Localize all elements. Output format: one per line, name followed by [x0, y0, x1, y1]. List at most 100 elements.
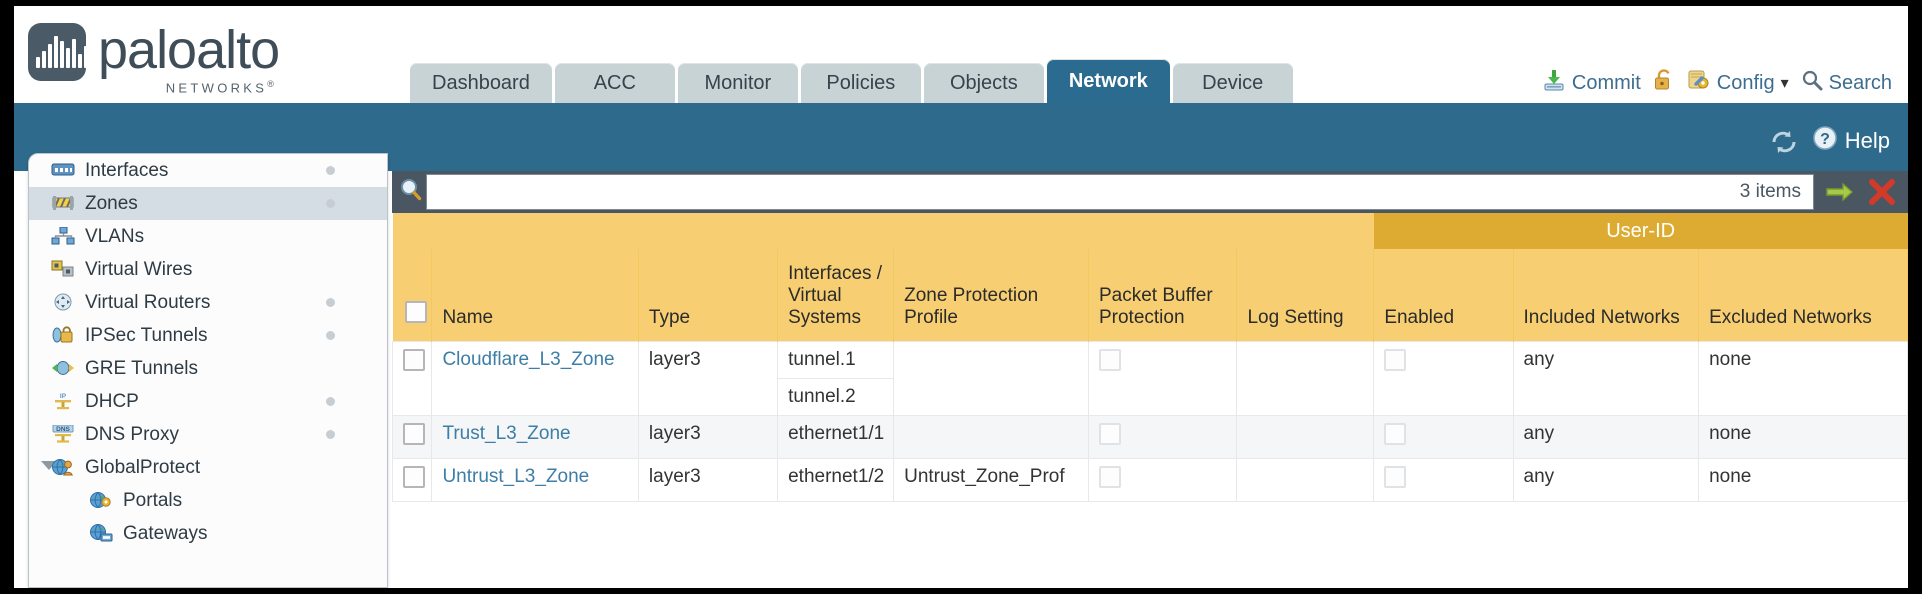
refresh-icon[interactable]: [1770, 129, 1796, 153]
status-dot: [326, 331, 335, 340]
cell-enabled[interactable]: [1373, 340, 1514, 416]
cell-zone-protection: Untrust_Zone_Prof: [893, 457, 1089, 502]
clear-filter-x-icon[interactable]: [1864, 174, 1900, 210]
main-nav-tabs: Dashboard ACC Monitor Policies Objects N…: [410, 59, 1296, 103]
commit-button[interactable]: Commit: [1542, 68, 1641, 98]
col-header-zone-protection-profile[interactable]: Zone Protection Profile: [893, 249, 1089, 341]
zone-name-link[interactable]: Untrust_L3_Zone: [442, 465, 590, 487]
interface-item: tunnel.1: [778, 342, 894, 379]
table-row[interactable]: Cloudflare_L3_Zone layer3 tunnel.1 tunne…: [391, 340, 1908, 416]
portals-icon: [89, 491, 115, 511]
table-row[interactable]: Trust_L3_Zone layer3 ethernet1/1 any non…: [391, 414, 1908, 459]
select-all-header[interactable]: [392, 249, 433, 341]
header-toolbar: Commit: [1542, 68, 1892, 98]
cell-name[interactable]: Trust_L3_Zone: [431, 414, 639, 459]
config-dropdown[interactable]: Config ▾: [1687, 68, 1789, 98]
group-header-spacer: [392, 213, 1374, 249]
brand-logo[interactable]: paloalto NETWORKS®: [28, 23, 280, 96]
cell-name[interactable]: Untrust_L3_Zone: [431, 457, 639, 502]
sidebar-item-dns-proxy[interactable]: DNS DNS Proxy: [29, 418, 387, 451]
col-header-enabled[interactable]: Enabled: [1373, 249, 1514, 341]
tab-acc[interactable]: ACC: [554, 63, 675, 103]
sidebar-item-label: DHCP: [85, 390, 139, 412]
svg-text:?: ?: [1820, 131, 1830, 148]
commit-download-icon: [1542, 68, 1566, 98]
tab-policies[interactable]: Policies: [800, 63, 921, 103]
tab-device[interactable]: Device: [1172, 63, 1293, 103]
zone-name-link[interactable]: Trust_L3_Zone: [442, 422, 571, 444]
config-wrench-icon: [1687, 68, 1711, 98]
zone-name-link[interactable]: Cloudflare_L3_Zone: [442, 348, 615, 370]
user-id-enabled-checkbox[interactable]: [1384, 422, 1407, 445]
cell-included-networks: any: [1512, 457, 1700, 502]
row-checkbox[interactable]: [403, 465, 425, 488]
cell-packet-buffer[interactable]: [1087, 414, 1238, 459]
svg-text:DNS: DNS: [56, 426, 70, 433]
help-label: Help: [1844, 128, 1890, 153]
col-header-type[interactable]: Type: [638, 249, 779, 341]
apply-filter-arrow-icon[interactable]: [1822, 174, 1858, 210]
cell-packet-buffer[interactable]: [1087, 457, 1238, 502]
tab-dashboard[interactable]: Dashboard: [410, 63, 552, 103]
row-checkbox-cell[interactable]: [391, 414, 433, 459]
row-checkbox-cell[interactable]: [391, 340, 433, 416]
tab-network[interactable]: Network: [1046, 59, 1170, 103]
interfaces-list: tunnel.1 tunnel.2: [778, 342, 894, 415]
packet-buffer-checkbox[interactable]: [1098, 465, 1121, 488]
sidebar-item-vlans[interactable]: VLANs: [29, 220, 387, 253]
col-header-log-setting[interactable]: Log Setting: [1236, 249, 1375, 341]
row-checkbox-cell[interactable]: [391, 457, 433, 502]
help-button[interactable]: ? Help: [1812, 125, 1890, 157]
table-header-row: Name Type Interfaces / Virtual Systems Z…: [392, 249, 1908, 341]
cell-type: layer3: [637, 340, 779, 416]
cell-name[interactable]: Cloudflare_L3_Zone: [431, 340, 639, 416]
col-header-packet-buffer-protection[interactable]: Packet Buffer Protection: [1088, 249, 1238, 341]
row-checkbox[interactable]: [403, 422, 425, 445]
cell-excluded-networks: none: [1698, 414, 1908, 459]
select-all-checkbox[interactable]: [404, 300, 427, 323]
col-header-name[interactable]: Name: [431, 249, 639, 341]
brand-text: paloalto NETWORKS®: [98, 23, 280, 96]
sidebar-item-virtual-wires[interactable]: Virtual Wires: [29, 253, 387, 286]
sidebar-item-gateways[interactable]: Gateways: [29, 517, 387, 550]
col-header-interfaces[interactable]: Interfaces / Virtual Systems: [777, 249, 895, 341]
cell-enabled[interactable]: [1373, 414, 1514, 459]
search-button[interactable]: Search: [1801, 69, 1892, 97]
sidebar-item-dhcp[interactable]: IP DHCP: [29, 385, 387, 418]
packet-buffer-checkbox[interactable]: [1098, 422, 1121, 445]
search-input[interactable]: 3 items: [426, 174, 1814, 210]
unlock-icon[interactable]: [1653, 68, 1675, 98]
col-header-included-networks[interactable]: Included Networks: [1513, 249, 1700, 341]
status-dot: [326, 298, 335, 307]
sidebar-item-virtual-routers[interactable]: Virtual Routers: [29, 286, 387, 319]
sidebar-item-interfaces[interactable]: Interfaces: [29, 154, 387, 187]
chevron-down-icon[interactable]: [41, 461, 57, 470]
col-header-excluded-networks[interactable]: Excluded Networks: [1698, 249, 1908, 341]
user-id-enabled-checkbox[interactable]: [1384, 465, 1407, 488]
tab-objects[interactable]: Objects: [923, 63, 1044, 103]
sidebar-item-label: Virtual Wires: [85, 258, 193, 280]
cell-packet-buffer[interactable]: [1087, 340, 1238, 416]
user-id-enabled-checkbox[interactable]: [1384, 348, 1407, 371]
gateways-icon: [89, 523, 115, 544]
row-checkbox[interactable]: [403, 348, 425, 371]
cell-log-setting: [1236, 414, 1375, 459]
paloalto-mark-icon: [28, 23, 86, 81]
table-row[interactable]: Untrust_L3_Zone layer3 ethernet1/2 Untru…: [391, 457, 1908, 502]
cell-type: layer3: [637, 414, 779, 459]
search-magnifier-icon[interactable]: [396, 177, 426, 208]
sidebar-item-ipsec-tunnels[interactable]: IPSec Tunnels: [29, 319, 387, 352]
sidebar-item-zones[interactable]: Zones: [29, 187, 387, 220]
brand-tagline: NETWORKS®: [165, 79, 278, 96]
zones-icon: [51, 194, 77, 214]
sidebar-item-globalprotect[interactable]: GlobalProtect: [29, 451, 387, 484]
tab-monitor[interactable]: Monitor: [677, 63, 798, 103]
sidebar-item-gre-tunnels[interactable]: GRE Tunnels: [29, 352, 387, 385]
cell-enabled[interactable]: [1373, 457, 1514, 502]
sidebar-item-label: GlobalProtect: [85, 456, 201, 478]
interfaces-list: ethernet1/2: [778, 459, 893, 495]
packet-buffer-checkbox[interactable]: [1098, 348, 1121, 371]
cell-interfaces: ethernet1/1: [777, 414, 895, 459]
sidebar-item-portals[interactable]: Portals: [29, 484, 387, 517]
